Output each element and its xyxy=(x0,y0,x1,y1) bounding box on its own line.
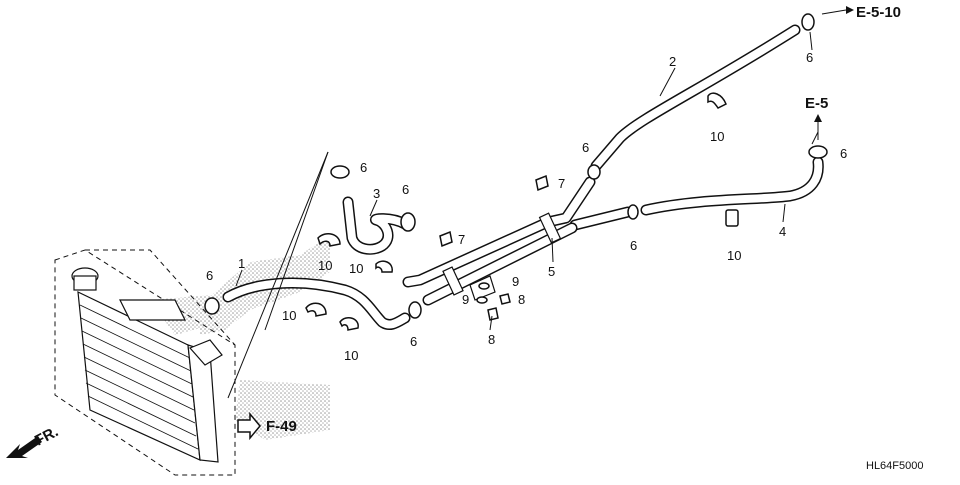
callout-10: 10 xyxy=(318,258,332,273)
callout-8: 8 xyxy=(518,292,525,307)
callout-6: 6 xyxy=(410,334,417,349)
callout-7: 7 xyxy=(558,176,565,191)
callout-10: 10 xyxy=(344,348,358,363)
callout-8: 8 xyxy=(488,332,495,347)
arrow-e-5 xyxy=(814,114,822,140)
callout-1: 1 xyxy=(238,256,245,271)
front-direction-arrow xyxy=(6,436,42,458)
ref-e-5: E-5 xyxy=(805,95,828,112)
hose-1 xyxy=(222,277,411,330)
callout-4: 4 xyxy=(779,224,786,239)
leader-lines xyxy=(227,31,819,399)
callout-6: 6 xyxy=(582,140,589,155)
hose-2 xyxy=(590,24,801,172)
bolts xyxy=(439,174,549,321)
callout-6: 6 xyxy=(630,238,637,253)
callout-7: 7 xyxy=(458,232,465,247)
callout-6: 6 xyxy=(206,268,213,283)
clamps-6 xyxy=(204,13,828,319)
part-code: HL64F5000 xyxy=(866,460,924,472)
callout-10: 10 xyxy=(349,261,363,276)
arrow-f-49 xyxy=(237,411,261,441)
callout-2: 2 xyxy=(669,54,676,69)
pipe-assembly-5 xyxy=(402,176,596,306)
arrow-e-5-10 xyxy=(821,6,854,15)
callout-6: 6 xyxy=(360,160,367,175)
callout-10: 10 xyxy=(710,129,724,144)
callout-10: 10 xyxy=(727,248,741,263)
radiator-assembly xyxy=(54,249,236,476)
callout-9: 9 xyxy=(462,292,469,307)
ref-e-5-10: E-5-10 xyxy=(856,4,901,21)
callout-5: 5 xyxy=(548,264,555,279)
ref-f-49: F-49 xyxy=(266,418,297,435)
callout-6: 6 xyxy=(806,50,813,65)
callout-6: 6 xyxy=(840,146,847,161)
callout-10: 10 xyxy=(282,308,296,323)
hose-4 xyxy=(640,156,824,216)
hose-stub-6 xyxy=(569,206,634,231)
clamps-10 xyxy=(305,92,739,331)
hose-3 xyxy=(342,196,411,255)
callout-3: 3 xyxy=(373,186,380,201)
callout-9: 9 xyxy=(512,274,519,289)
callout-6: 6 xyxy=(402,182,409,197)
